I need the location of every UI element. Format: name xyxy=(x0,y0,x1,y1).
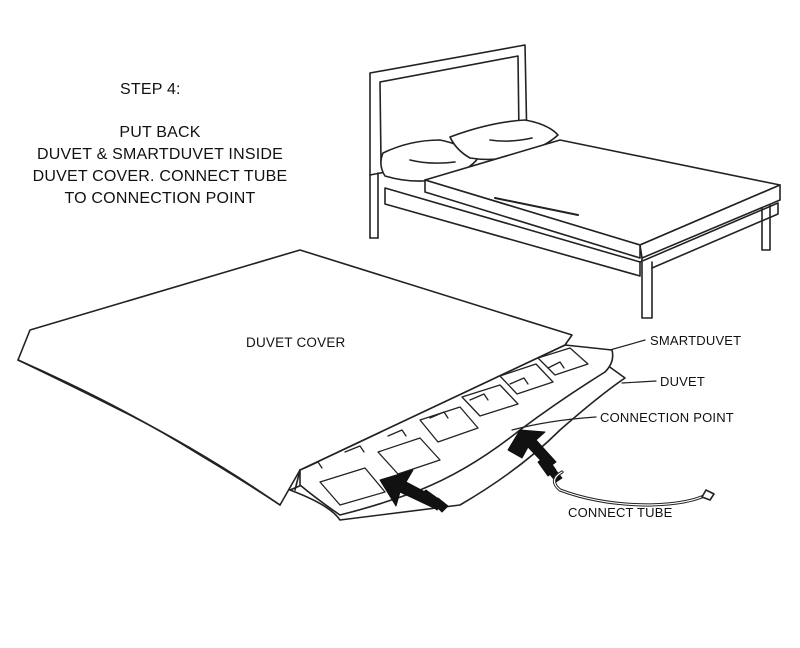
label-smartduvet: SMARTDUVET xyxy=(650,333,742,348)
label-duvet: DUVET xyxy=(660,374,706,389)
step-title: STEP 4: xyxy=(120,81,181,98)
tube-icon xyxy=(552,470,715,507)
step-instructions: PUT BACK DUVET & SMARTDUVET INSIDE DUVET… xyxy=(10,122,310,210)
smartduvet-cells xyxy=(304,347,589,506)
arrow-icon xyxy=(379,429,563,513)
bed-illustration xyxy=(369,44,781,319)
label-connect-tube: CONNECT TUBE xyxy=(568,505,673,520)
bed-side-rail xyxy=(384,187,641,277)
instruction-line: PUT BACK xyxy=(119,124,201,141)
mattress-side xyxy=(639,184,781,259)
bed-foot-rail xyxy=(639,202,779,269)
label-connection-point: CONNECTION POINT xyxy=(600,410,734,425)
instruction-line: TO CONNECTION POINT xyxy=(64,190,256,207)
leader-duvet xyxy=(621,380,657,384)
label-duvet-cover: DUVET COVER xyxy=(246,335,346,350)
instruction-line: DUVET COVER. CONNECT TUBE xyxy=(32,168,288,185)
bed-leg-front xyxy=(641,257,653,319)
bed-leg-right xyxy=(761,204,771,251)
instruction-line: DUVET & SMARTDUVET INSIDE xyxy=(37,146,283,163)
leader-smartduvet xyxy=(609,339,646,351)
leader-connection-point xyxy=(511,416,597,431)
